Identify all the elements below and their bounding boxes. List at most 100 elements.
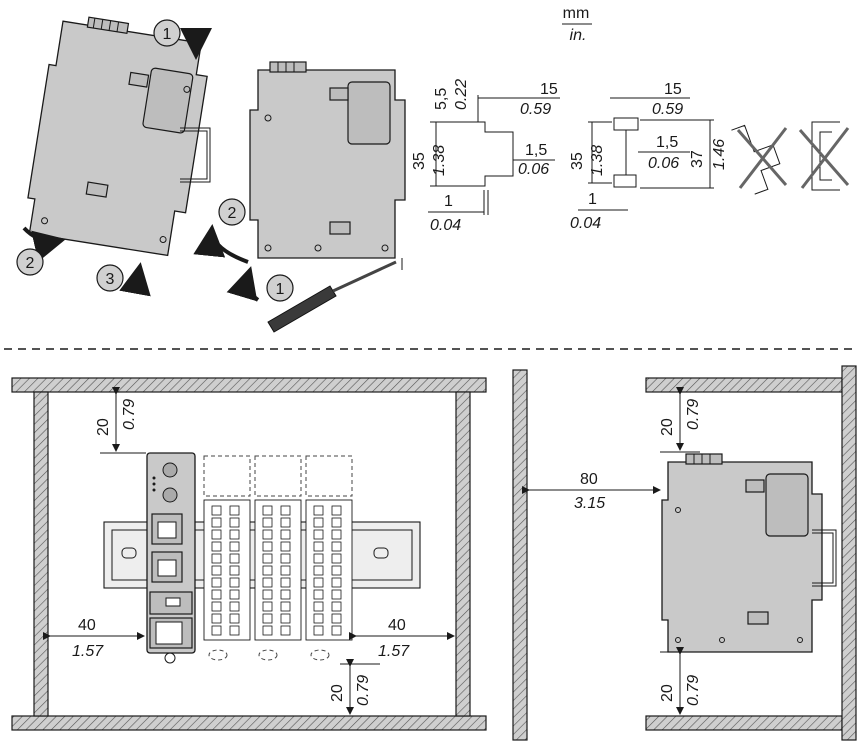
svg-text:2: 2 (26, 255, 35, 272)
terminal-slot (211, 577, 222, 588)
incorrect-rail-icon (798, 121, 850, 191)
enclosure-wall-panel (841, 365, 857, 741)
terminal-slot (211, 541, 222, 552)
removal-step: 2 1 (193, 61, 406, 333)
terminal-slot (313, 529, 324, 540)
terminal-slot (229, 601, 240, 612)
terminal-slot (262, 589, 273, 600)
terminal-slot (211, 505, 222, 516)
mounting-step-tilted: 1 2 3 (16, 16, 212, 297)
svg-text:1: 1 (163, 26, 172, 43)
terminal-slot (280, 565, 291, 576)
terminal-slot (313, 565, 324, 576)
svg-text:0.79: 0.79 (685, 675, 702, 706)
enclosure-wall-top (645, 377, 843, 393)
svg-text:0.06: 0.06 (518, 161, 549, 178)
enclosure-wall-right (455, 391, 471, 717)
terminal-slot (211, 601, 222, 612)
terminal-slot (280, 613, 291, 624)
svg-text:1,5: 1,5 (656, 134, 678, 151)
terminal-slot (280, 577, 291, 588)
terminal-slot (211, 565, 222, 576)
terminal-slot (280, 589, 291, 600)
terminal-slot (262, 601, 273, 612)
terminal-slot (313, 613, 324, 624)
module-cover (347, 81, 391, 145)
svg-text:0.22: 0.22 (453, 79, 470, 110)
rotate-arrow-icon (226, 266, 260, 302)
svg-text:3: 3 (106, 271, 115, 288)
svg-text:1: 1 (444, 193, 453, 210)
terminal-slot (229, 625, 240, 636)
svg-text:1: 1 (588, 191, 597, 208)
terminal-slot (280, 625, 291, 636)
step-1-badge: 1 (266, 274, 294, 302)
module-cover (142, 67, 194, 134)
terminal-slot (229, 613, 240, 624)
svg-text:mm: mm (563, 5, 590, 22)
svg-text:0.79: 0.79 (355, 675, 372, 706)
terminal-slot (229, 553, 240, 564)
incorrect-rail-icon (731, 124, 788, 195)
terminal-slot (262, 565, 273, 576)
enclosure-wall-bottom (645, 715, 843, 731)
step-1-badge: 1 (153, 19, 181, 47)
rotate-arrow-icon (193, 224, 249, 264)
terminal-slot (313, 553, 324, 564)
svg-text:35: 35 (411, 152, 428, 170)
enclosure-wall-bottom (11, 715, 487, 731)
din-rail-profile (180, 127, 211, 183)
terminal-slot (262, 613, 273, 624)
terminal-slot (262, 625, 273, 636)
svg-text:1.57: 1.57 (378, 643, 410, 660)
enclosure-wall-top (11, 377, 487, 393)
terminal-slot (331, 541, 342, 552)
svg-text:0.04: 0.04 (570, 215, 601, 232)
terminal-slot (211, 517, 222, 528)
terminal-slot (280, 553, 291, 564)
svg-text:80: 80 (580, 471, 598, 488)
svg-text:20: 20 (329, 684, 346, 702)
svg-text:0.04: 0.04 (430, 217, 461, 234)
terminal-slot (211, 553, 222, 564)
enclosure-wall-back (512, 369, 528, 741)
din-rail-single-dimensions: 15 0.59 5,5 0.22 35 1.38 1,5 0.06 1 0.04 (411, 79, 560, 234)
terminal-slot (313, 505, 324, 516)
din-rail-double-dimensions: 15 0.59 35 1.38 1,5 0.06 37 1.46 1 0.04 (569, 81, 728, 232)
terminal-slot (331, 565, 342, 576)
svg-text:0.06: 0.06 (648, 155, 679, 172)
terminal-slot (262, 505, 273, 516)
terminal-slot (211, 589, 222, 600)
terminal-slot (229, 565, 240, 576)
terminal-slot (331, 613, 342, 624)
svg-text:15: 15 (664, 81, 682, 98)
terminal-slot (262, 517, 273, 528)
side-clearance-view: 80 3.15 20 0.79 20 0.79 (512, 365, 857, 741)
svg-text:0.59: 0.59 (652, 101, 683, 118)
terminal-slot (280, 601, 291, 612)
svg-text:37: 37 (689, 150, 706, 168)
terminal-slot (331, 505, 342, 516)
terminal-slot (313, 541, 324, 552)
terminal-slot (262, 553, 273, 564)
terminal-slot (211, 625, 222, 636)
terminal-slot (313, 577, 324, 588)
terminal-slot (229, 505, 240, 516)
svg-text:15: 15 (540, 81, 558, 98)
terminal-slot (313, 601, 324, 612)
units-legend: mm in. (562, 5, 592, 44)
terminal-slot (313, 625, 324, 636)
terminal-slot (280, 541, 291, 552)
front-clearance-view: 20 0.79 40 1.57 40 1.57 20 0.79 (11, 377, 487, 731)
module-connector (269, 61, 307, 73)
svg-text:40: 40 (78, 617, 96, 634)
terminal-slot (229, 517, 240, 528)
svg-text:5,5: 5,5 (433, 88, 450, 110)
svg-text:1.46: 1.46 (711, 139, 728, 170)
screwdriver-icon (267, 260, 397, 333)
terminal-slot (331, 553, 342, 564)
svg-text:0.79: 0.79 (121, 399, 138, 430)
svg-text:0.59: 0.59 (520, 101, 551, 118)
